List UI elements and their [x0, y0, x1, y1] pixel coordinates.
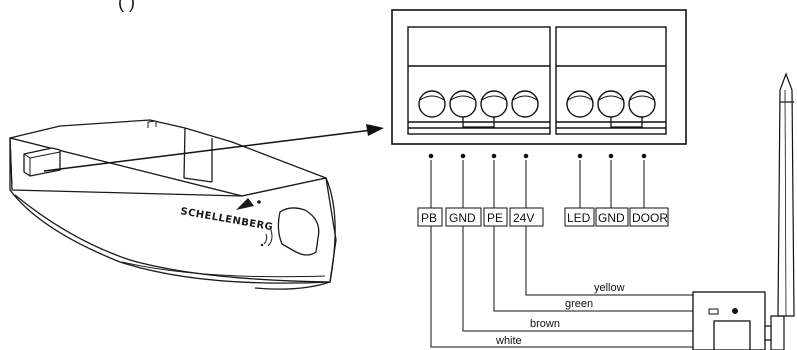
connector-pointer-arrowhead	[366, 124, 384, 136]
wires	[430, 226, 695, 348]
brand-logo-icon	[236, 198, 254, 210]
screw-terminal-door	[628, 90, 656, 118]
screw-terminal-pb	[418, 90, 446, 118]
wire-yellow	[525, 226, 695, 296]
screw-terminal-gnd-1	[449, 90, 477, 118]
screw-terminals	[418, 90, 656, 118]
screw-terminal-gnd-2	[597, 90, 625, 118]
terminal-label: GND	[449, 211, 476, 225]
wire-green	[493, 226, 695, 312]
terminal-labels: PB GND PE 24V LED GND DOOR	[417, 207, 669, 227]
terminal-leads	[428, 153, 647, 208]
wire-label-yellow: yellow	[594, 282, 625, 294]
terminal-label: 24V	[513, 211, 534, 225]
receiver-button	[713, 320, 751, 350]
header-fragment: ( )	[118, 0, 135, 12]
screw-terminal-24v	[511, 90, 539, 118]
antenna-icon	[764, 72, 795, 350]
receiver-status-dot	[732, 308, 738, 314]
screw-terminal-led	[566, 90, 594, 118]
wire-label-brown: brown	[530, 318, 560, 330]
terminal-block-left	[407, 26, 551, 135]
terminal-label: GND	[598, 211, 625, 225]
wire-label-white: white	[495, 335, 522, 347]
terminal-bridge-left	[462, 117, 495, 128]
terminal-label: PB	[421, 211, 437, 225]
terminal-label: LED	[567, 211, 591, 225]
radio-receiver	[692, 291, 766, 350]
brand-logo-dot-icon	[257, 200, 261, 204]
wire-label-green: green	[565, 298, 593, 310]
radio-signal-icon	[263, 229, 273, 247]
door-opener-unit	[9, 119, 337, 290]
connector-pointer-arrow	[43, 129, 373, 172]
terminal-label: PE	[487, 211, 503, 225]
terminal-label: DOOR	[632, 211, 668, 225]
wire-white	[430, 226, 695, 348]
terminal-bridge-right	[610, 117, 643, 128]
receiver-led-icon	[708, 308, 719, 315]
screw-terminal-pe	[480, 90, 508, 118]
wire-brown	[462, 226, 695, 332]
